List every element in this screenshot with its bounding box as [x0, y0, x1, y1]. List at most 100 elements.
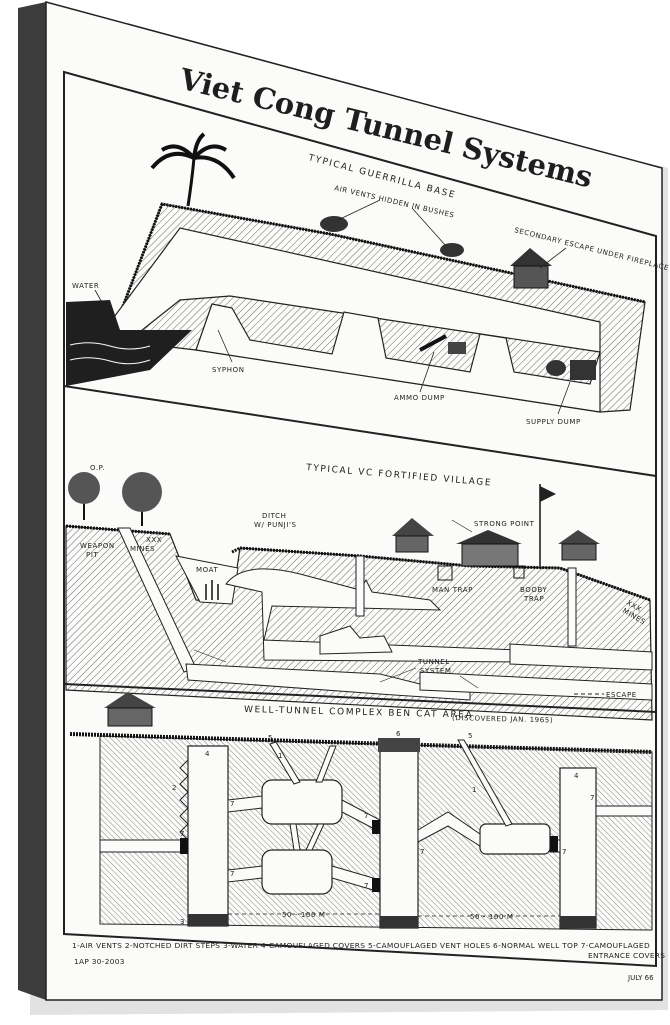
- well-water: [380, 916, 418, 928]
- well-chamber: [261, 849, 333, 895]
- flag-icon: [540, 486, 556, 502]
- label-mines-2: MINES: [130, 545, 155, 553]
- legend-line-1: 1-AIR VENTS 2-NOTCHED DIRT STEPS 3-WATER…: [72, 941, 650, 950]
- callout-4: 4: [205, 750, 210, 758]
- tree-icon: [122, 472, 162, 526]
- entrance-cover: [372, 878, 380, 892]
- bush-icon: [320, 216, 348, 232]
- air-vent: [457, 739, 513, 827]
- label-man-trap: MAN TRAP: [432, 586, 473, 594]
- base-grass-line: [108, 202, 646, 341]
- callout-4: 4: [574, 772, 579, 780]
- ammo-crate-icon: [448, 342, 466, 354]
- callout-1: 1: [472, 786, 476, 794]
- normal-well-top-icon: [378, 738, 420, 752]
- bush-icon: [440, 243, 464, 257]
- distance-label-1: 50 - 100 M: [282, 911, 326, 919]
- village-chamber: [319, 625, 393, 655]
- well-tunnel: [417, 811, 481, 847]
- legend-date: JULY 66: [627, 974, 654, 982]
- label-weapon-pit-2: PIT: [86, 551, 98, 559]
- label-tunnel-2: SYSTEM: [420, 667, 452, 675]
- section-divider: [63, 385, 657, 477]
- legend-line-2: ENTRANCE COVERS: [588, 951, 665, 960]
- air-vent: [315, 745, 337, 783]
- hut-icon: [510, 248, 552, 289]
- callout-7: 7: [230, 800, 234, 808]
- village-lower-tunnel: [185, 663, 471, 701]
- well-tunnel-section: WELL-TUNNEL COMPLEX BEN CAT AREA (DISCOV…: [69, 692, 653, 931]
- callout-7: 7: [364, 882, 368, 890]
- village-shaft: [355, 555, 365, 617]
- label-op: O.P.: [90, 464, 105, 472]
- booby-trap-icon: [513, 565, 525, 579]
- well-water: [188, 914, 228, 926]
- label-moat: MOAT: [196, 566, 218, 574]
- moat: [175, 555, 239, 605]
- callout-1: 1: [278, 752, 282, 760]
- entrance-cover: [180, 838, 188, 854]
- palm-tree-icon: [150, 132, 236, 207]
- fortified-village-section: TYPICAL VC FORTIFIED VILLAGE: [65, 463, 653, 721]
- distance-label-2: 50 - 100 M: [470, 913, 514, 921]
- well-shaft-2: [379, 749, 419, 929]
- tree-icon: [68, 472, 100, 520]
- supply-sack-icon: [546, 360, 566, 376]
- label-syphon: SYPHON: [212, 366, 245, 374]
- hut-icon: [392, 518, 434, 553]
- air-vent: [269, 741, 301, 785]
- label-strong-point: STRONG POINT: [474, 520, 535, 528]
- label-booby-1: BOOBY: [520, 586, 548, 594]
- notched-steps: [179, 759, 189, 841]
- label-tunnel-1: TUNNEL: [417, 658, 450, 666]
- label-ditch-2: W/ PUNJI'S: [254, 521, 297, 529]
- callout-5: 5: [268, 734, 272, 742]
- well-tunnel: [595, 805, 653, 817]
- hut-icon: [104, 692, 156, 727]
- hut-icon: [558, 530, 600, 561]
- label-escape: ESCAPE: [606, 691, 637, 699]
- callout-7: 7: [590, 794, 594, 802]
- well-chamber: [479, 823, 551, 855]
- callout-3: 3: [180, 918, 184, 926]
- callout-5: 5: [468, 732, 472, 740]
- callout-7: 7: [420, 848, 424, 856]
- label-ditch-1: DITCH: [262, 512, 286, 520]
- well-tunnel: [99, 839, 189, 853]
- canvas-side-edge: [18, 2, 46, 1000]
- village-escape-tunnel: [509, 643, 653, 671]
- strong-point-icon: [456, 530, 522, 567]
- entrance-cover: [550, 836, 558, 852]
- supply-crate-icon: [570, 360, 596, 380]
- entrance-cover: [372, 820, 380, 834]
- callout-7: 7: [364, 812, 368, 820]
- well-shaft-1: [187, 745, 229, 927]
- air-vent: [289, 823, 301, 851]
- callout-7: 7: [180, 830, 184, 838]
- well-water: [560, 916, 596, 928]
- well-chamber: [261, 779, 343, 825]
- inner-frame: [63, 70, 657, 968]
- label-booby-2: TRAP: [523, 595, 544, 603]
- label-ammo-dump: AMMO DUMP: [394, 394, 445, 402]
- well-tunnel: [227, 865, 263, 883]
- village-escape-tunnel-lower: [419, 671, 653, 701]
- callout-6: 6: [396, 730, 401, 738]
- callout-7: 7: [562, 848, 566, 856]
- well-grass-line: [69, 732, 653, 754]
- man-trap-icon: [437, 565, 453, 581]
- label-water: WATER: [72, 282, 99, 290]
- well-tunnel: [227, 795, 263, 813]
- village-shaft: [567, 567, 577, 647]
- callout-2: 2: [172, 784, 176, 792]
- legend-source: 1AP 30-2003: [74, 957, 125, 966]
- mortar-icon: [419, 334, 447, 352]
- label-supply-dump: SUPPLY DUMP: [526, 418, 581, 426]
- section-divider: [63, 683, 657, 713]
- legend: 1-AIR VENTS 2-NOTCHED DIRT STEPS 3-WATER…: [72, 941, 665, 982]
- label-weapon-pit-1: WEAPON: [80, 542, 115, 550]
- well-discovered: (DISCOVERED JAN. 1965): [452, 714, 553, 724]
- label-mines-1: XXX: [146, 536, 162, 544]
